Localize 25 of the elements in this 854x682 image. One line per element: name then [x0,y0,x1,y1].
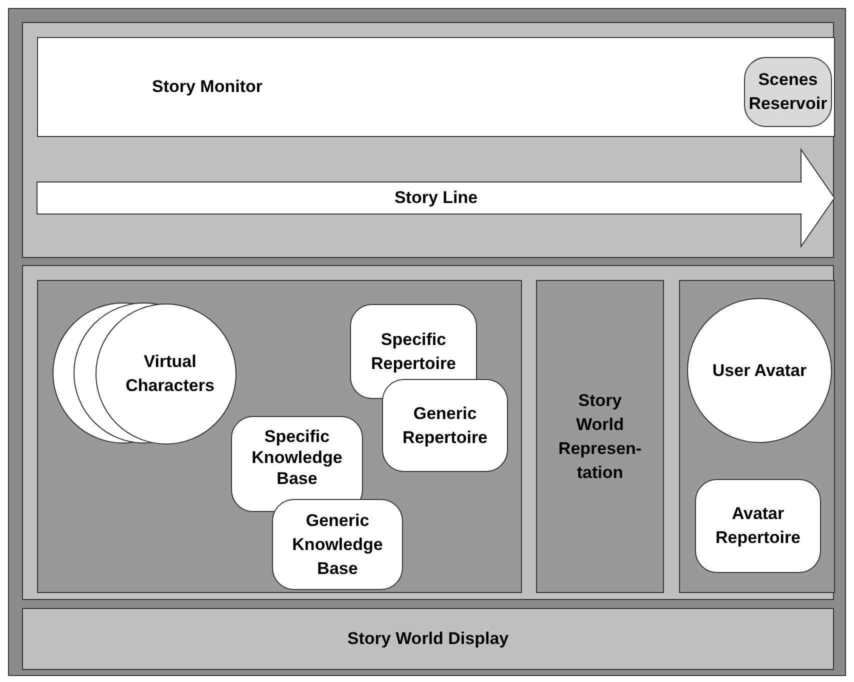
rounded-box [695,479,821,573]
rounded-box [231,416,363,512]
rounded-box [272,499,403,590]
node-label: Virtual Characters [124,350,216,396]
node-label: Avatar Repertoire [714,503,802,549]
panel-box [22,608,834,670]
node-label: User Avatar [711,360,808,382]
panel-box [37,37,835,137]
panel-box [679,280,835,593]
panel-box [22,265,834,600]
node-label: Story Monitor [152,76,262,98]
node-label: Scenes Reservoir [748,69,828,115]
node-label: Story Line [394,187,478,209]
panel-box [22,22,834,258]
node-label: Generic Knowledge Base [291,510,384,580]
node-label: Story World Represen- tation [557,390,643,484]
panel-box [37,280,522,593]
node-label: Story World Display [347,628,509,650]
rounded-box [744,57,832,127]
rounded-box [382,379,508,472]
panel-box [536,280,664,593]
node-label: Specific Repertoire [370,328,458,374]
arrow-shape [37,149,835,247]
node-label: Generic Repertoire [401,402,489,448]
node-label: Specific Knowledge Base [250,426,344,489]
